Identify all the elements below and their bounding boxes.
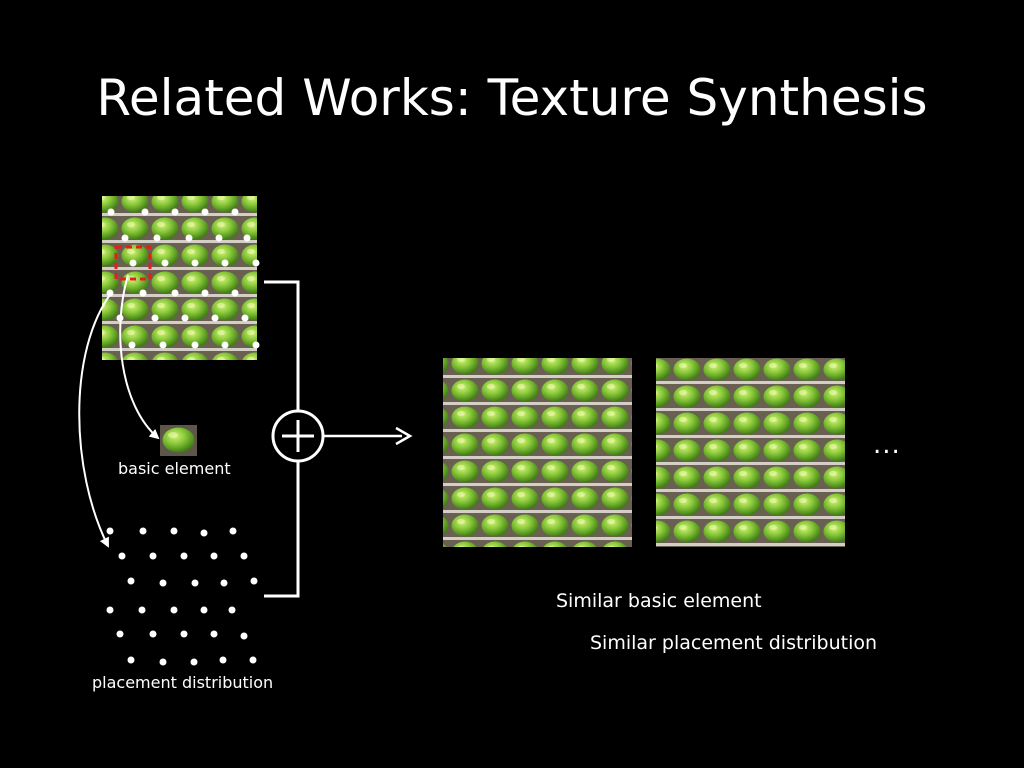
placement-distribution-dots [106,527,258,666]
ellipsis-label: ... [873,430,901,460]
curve-to-distribution [78,291,113,548]
basic-element-label: basic element [118,459,231,478]
placement-distribution-label: placement distribution [92,673,274,692]
right-arrow-icon [324,426,413,446]
slide-title: Related Works: Texture Synthesis [96,69,928,127]
similar-element-label: Similar basic element [556,590,762,612]
basic-element-patch [160,425,197,456]
similar-distribution-label: Similar placement distribution [590,632,878,654]
synthesized-texture-1 [443,358,632,547]
curve-to-basic-element [119,274,160,440]
selection-box [114,245,152,281]
source-texture-dots [106,208,260,349]
synthesized-texture-2 [656,358,845,547]
circle-plus-icon [271,409,325,463]
